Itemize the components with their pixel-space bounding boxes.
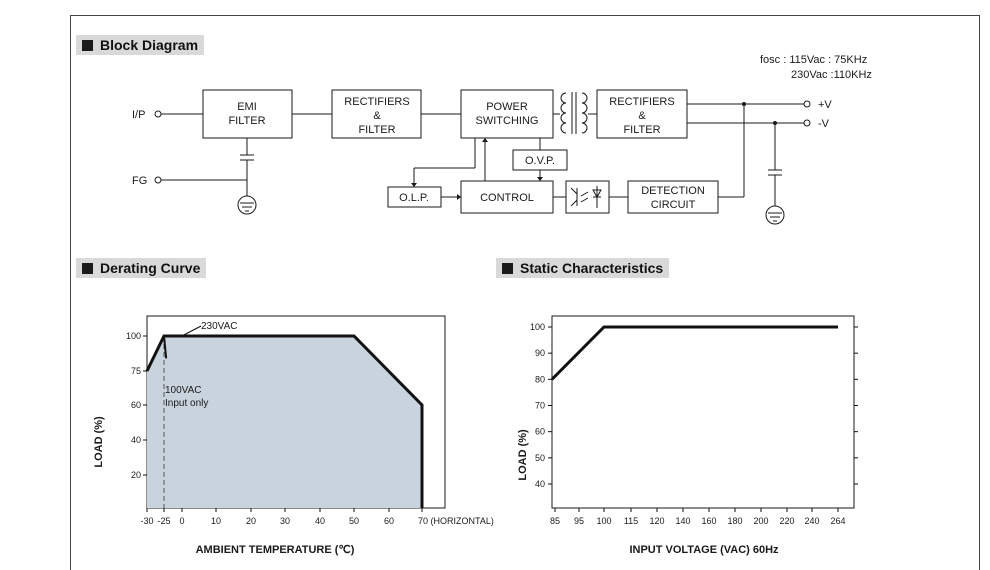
static-title: Static Characteristics <box>520 260 664 276</box>
emi-label-2: FILTER <box>228 115 265 127</box>
static-x-tick-label: 120 <box>649 516 664 526</box>
block-diagram: fosc : 115Vac : 75KHz 230Vac :110KHz I/P… <box>132 54 872 225</box>
minus-v-terminal <box>803 119 811 127</box>
derating-x-tick-label: 10 <box>211 516 221 526</box>
plus-v-label: +V <box>818 99 832 111</box>
derating-x-tick-label: 50 <box>349 516 359 526</box>
frame-right-line <box>979 15 980 570</box>
rectifiers-filter-block-2 <box>596 89 688 139</box>
derating-annotation-100vac: 100VAC <box>165 385 202 396</box>
derating-x-tick-label: 0 <box>179 516 184 526</box>
heading-bullet <box>82 39 93 51</box>
heading-bullet <box>502 262 513 274</box>
derating-curve-230vac <box>145 334 424 508</box>
rectifiers-filter-block-1 <box>331 89 422 139</box>
static-y-tick-label: 90 <box>535 348 545 358</box>
optocoupler-icon <box>570 186 602 208</box>
static-x-tick-label: 115 <box>624 516 638 526</box>
derating-heading: Derating Curve <box>76 258 207 278</box>
fosc-line1: fosc : 115Vac : 75KHz <box>760 54 867 66</box>
derating-x-tick-label: 70 (HORIZONTAL) <box>418 516 494 526</box>
block-diagram-title: Block Diagram <box>100 37 199 53</box>
static-x-tick-label: 240 <box>804 516 819 526</box>
static-y-tick-label: 80 <box>535 374 545 384</box>
static-xlabel: INPUT VOLTAGE (VAC) 60Hz <box>629 544 779 556</box>
control-label: CONTROL <box>480 192 534 204</box>
transformer-icon <box>553 92 597 134</box>
derating-x-tick-label: 30 <box>280 516 290 526</box>
static-plot-area <box>551 315 855 509</box>
static-x-tick-label: 160 <box>701 516 716 526</box>
static-y-tick-label: 100 <box>530 322 545 332</box>
static-x-tick-label: 180 <box>727 516 742 526</box>
static-x-tick-label: 100 <box>596 516 611 526</box>
static-y-tick-label: 70 <box>535 401 545 411</box>
derating-y-tick-label: 20 <box>131 470 141 480</box>
derating-y-tick-label: 75 <box>131 366 141 376</box>
power-label-1: POWER <box>486 101 528 113</box>
ground-icon <box>237 195 257 215</box>
frame-left-line <box>70 15 71 570</box>
fosc-line2: 230Vac :110KHz <box>791 69 872 81</box>
static-y-tick-label: 50 <box>535 453 545 463</box>
frame-top-line <box>70 15 980 16</box>
static-x-tick-label: 85 <box>550 516 560 526</box>
emi-label-1: EMI <box>237 101 257 113</box>
rect2-label-3: FILTER <box>623 124 660 136</box>
derating-area-fill <box>147 336 422 508</box>
ip-terminal <box>154 110 162 118</box>
rect2-label-2: & <box>638 110 646 122</box>
heading-bullet <box>82 262 93 274</box>
static-ylabel: LOAD (%) <box>517 429 529 481</box>
ground-icon <box>765 205 785 225</box>
derating-x-tick-label: -25 <box>157 516 170 526</box>
derating-annotation-leader <box>181 325 202 337</box>
static-x-tick-label: 264 <box>830 516 845 526</box>
static-curve <box>550 325 838 381</box>
block-diagram-heading: Block Diagram <box>76 35 205 55</box>
static-x-tick-label: 200 <box>753 516 768 526</box>
derating-curve-chart: 100 75 60 40 20 -30 -25 0 10 20 30 40 50 60 70 (HORIZO… <box>93 315 494 556</box>
ip-label: I/P <box>132 109 145 121</box>
derating-title: Derating Curve <box>100 260 201 276</box>
emi-filter-block <box>202 89 293 139</box>
rect1-label-1: RECTIFIERS <box>344 96 409 108</box>
rect1-label-2: & <box>373 110 381 122</box>
derating-y-tick-label: 100 <box>126 331 141 341</box>
derating-x-tick-label: -30 <box>140 516 153 526</box>
derating-xlabel: AMBIENT TEMPERATURE (℃) <box>196 544 355 556</box>
minus-v-label: -V <box>818 118 830 130</box>
derating-annotation-input-only: Input only <box>165 398 208 409</box>
fg-label: FG <box>132 175 147 187</box>
static-y-tick-label: 40 <box>535 479 545 489</box>
derating-curve-100vac <box>163 335 168 359</box>
rect2-label-1: RECTIFIERS <box>609 96 674 108</box>
olp-label: O.L.P. <box>399 192 429 204</box>
plus-v-terminal <box>803 100 811 108</box>
detection-label-2: CIRCUIT <box>651 199 696 211</box>
static-heading: Static Characteristics <box>496 258 670 278</box>
derating-annotation-230vac: 230VAC <box>201 321 238 332</box>
static-x-tick-label: 220 <box>779 516 794 526</box>
derating-x-tick-label: 40 <box>315 516 325 526</box>
derating-y-tick-label: 40 <box>131 435 141 445</box>
static-y-tick-label: 60 <box>535 427 545 437</box>
fg-terminal <box>154 176 162 184</box>
ovp-label: O.V.P. <box>525 155 555 167</box>
rect1-label-3: FILTER <box>358 124 395 136</box>
power-label-2: SWITCHING <box>476 115 539 127</box>
detection-label-1: DETECTION <box>641 185 705 197</box>
derating-x-tick-label: 60 <box>384 516 394 526</box>
static-characteristics-chart: 100 90 80 70 60 50 40 85 95 100 115 120 140 160 180 200… <box>517 315 858 556</box>
static-x-tick-label: 95 <box>574 516 584 526</box>
derating-ylabel: LOAD (%) <box>93 416 105 468</box>
derating-x-tick-label: 20 <box>246 516 256 526</box>
optocoupler-block <box>565 180 610 214</box>
power-switching-block <box>460 89 554 139</box>
static-x-tick-label: 140 <box>675 516 690 526</box>
derating-y-tick-label: 60 <box>131 400 141 410</box>
